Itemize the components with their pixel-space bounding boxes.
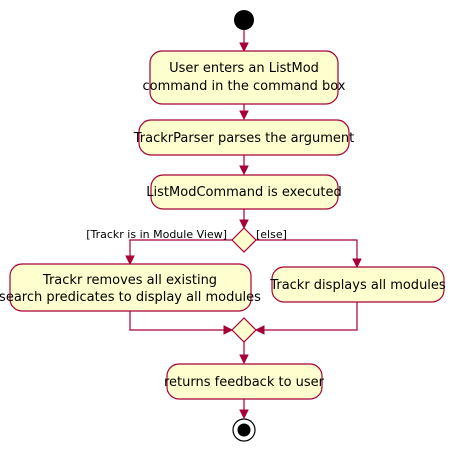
activity-text-line: Trackr removes all existing xyxy=(42,273,217,288)
arrowhead xyxy=(239,42,249,53)
activity-text-line: Trackr displays all modules xyxy=(269,278,446,293)
activity-enter-command: User enters an ListMod command in the co… xyxy=(143,50,346,105)
activity-execute-command: ListModCommand is executed xyxy=(146,174,342,210)
arrowhead xyxy=(254,325,265,335)
activity-text-line: User enters an ListMod xyxy=(169,61,319,76)
activity-text-line: command in the command box xyxy=(143,79,346,94)
guard-module-view: [Trackr is in Module View] xyxy=(86,228,227,241)
activity-remove-predicates: Trackr removes all existing search predi… xyxy=(0,263,261,312)
guard-else: [else] xyxy=(256,228,287,241)
arrowhead xyxy=(239,409,249,420)
edge-decision-to-remove xyxy=(129,239,232,256)
edge-decision-to-display xyxy=(256,239,358,259)
decision-diamond xyxy=(231,227,257,253)
merge-diamond xyxy=(231,317,257,343)
end-node xyxy=(232,418,256,442)
activity-display-modules: Trackr displays all modules xyxy=(269,266,446,303)
arrowhead xyxy=(239,354,249,365)
arrowhead xyxy=(352,258,362,269)
activity-text-line: search predicates to display all modules xyxy=(0,290,261,305)
arrowhead xyxy=(239,219,249,230)
edge-display-to-merge xyxy=(264,302,358,331)
start-node xyxy=(234,10,254,30)
edge-remove-to-merge xyxy=(129,311,224,331)
activity-return-feedback: returns feedback to user xyxy=(164,363,325,400)
activity-text-line: returns feedback to user xyxy=(164,375,325,390)
arrowhead xyxy=(125,255,135,266)
arrowhead xyxy=(239,165,249,176)
activity-text-line: ListModCommand is executed xyxy=(146,185,341,200)
arrowhead xyxy=(239,110,249,121)
activity-text-line: TrackrParser parses the argument xyxy=(133,131,354,146)
activity-parse-argument: TrackrParser parses the argument xyxy=(133,119,354,156)
arrowhead xyxy=(223,325,234,335)
